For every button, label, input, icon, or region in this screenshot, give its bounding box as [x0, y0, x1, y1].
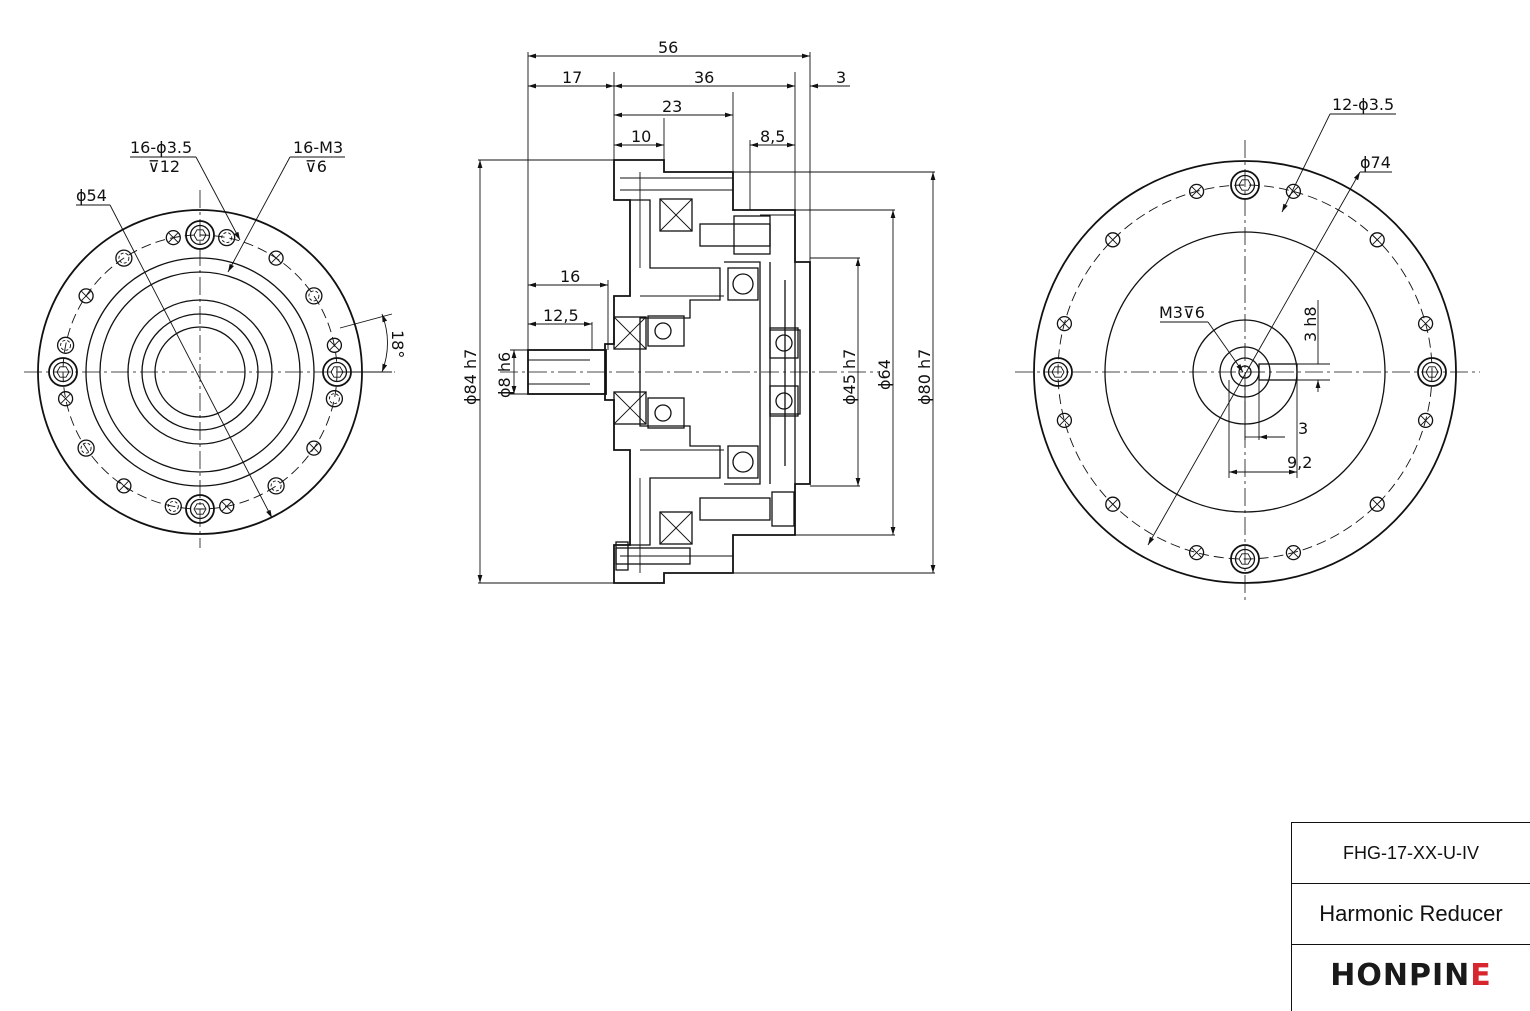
hole-icon: [1188, 183, 1205, 200]
hole-icon: [306, 440, 322, 456]
hole-icon: [1188, 544, 1205, 561]
dim-dia-84: ϕ84 h7: [461, 349, 480, 405]
model-number: FHG-17-XX-U-IV: [1342, 842, 1479, 863]
hole-icon: [1285, 183, 1302, 200]
dim-8-5: 8,5: [760, 127, 785, 146]
front-threads-label: 16-M3: [293, 138, 343, 157]
hole-icon: [57, 391, 74, 407]
front-holes-depth-label: ⊽12: [148, 157, 180, 176]
hole-icon: [219, 498, 235, 515]
dim-16: 16: [560, 267, 580, 286]
front-holes-label: 16-ϕ3.5: [130, 138, 192, 157]
front-angle-label: 18°: [388, 330, 407, 358]
rear-key-depth-label: 9,2: [1287, 453, 1312, 472]
front-view: 16-ϕ3.5 ⊽12 16-M3 ⊽6 ϕ54 18°: [24, 138, 407, 548]
rear-view: 12-ϕ3.5 ϕ74 M3⊽6 3 h8 3 9,2: [1015, 95, 1480, 604]
dim-total-length: 56: [658, 38, 678, 57]
hole-icon: [325, 390, 344, 408]
hole-icon: [1105, 232, 1121, 248]
dim-10: 10: [631, 127, 651, 146]
dim-23: 23: [662, 97, 682, 116]
dim-dia-45: ϕ45 h7: [840, 349, 859, 405]
front-pcd-label: ϕ54: [76, 186, 107, 205]
hole-icon: [1285, 544, 1302, 561]
dim-dia-80: ϕ80 h7: [915, 349, 934, 405]
hole-icon: [1056, 412, 1073, 429]
title-block-name-row: Harmonic Reducer: [1292, 884, 1530, 945]
rear-pcd-label: ϕ74: [1360, 153, 1391, 172]
dim-17: 17: [562, 68, 582, 87]
hole-icon: [305, 287, 323, 305]
rear-key-offset-label: 3: [1298, 419, 1308, 438]
product-name: Harmonic Reducer: [1319, 901, 1503, 926]
rear-thread-label: M3⊽6: [1159, 303, 1205, 322]
hole-icon: [1056, 315, 1073, 332]
hole-icon: [1105, 496, 1121, 512]
hole-icon: [1369, 496, 1385, 512]
hole-icon: [116, 478, 132, 494]
dim-3: 3: [836, 68, 846, 87]
rear-key-label: 3 h8: [1301, 306, 1320, 342]
rear-holes-label: 12-ϕ3.5: [1332, 95, 1394, 114]
title-block-brand-row: HONPINE: [1292, 945, 1530, 1006]
hole-icon: [1369, 232, 1385, 248]
hole-icon: [268, 250, 284, 266]
dim-36: 36: [694, 68, 714, 87]
title-block: FHG-17-XX-U-IV Harmonic Reducer HONPINE: [1291, 822, 1530, 1011]
hole-icon: [326, 337, 343, 353]
section-view: 56 17 36 3 23 10 8,5 16 12,5 ϕ84 h7 ϕ8 h…: [461, 38, 936, 584]
brand-logo: HONPINE: [1330, 958, 1492, 993]
hole-icon: [165, 229, 181, 246]
hole-icon: [78, 288, 94, 304]
dim-12-5: 12,5: [543, 306, 579, 325]
dim-dia-64: ϕ64: [875, 359, 894, 390]
dim-dia-8: ϕ8 h6: [495, 352, 514, 398]
hole-icon: [1417, 315, 1434, 332]
hole-icon: [267, 477, 285, 495]
hole-icon: [1417, 412, 1434, 429]
front-threads-depth-label: ⊽6: [305, 157, 327, 176]
title-block-model-row: FHG-17-XX-U-IV: [1292, 823, 1530, 884]
hole-icon: [218, 228, 236, 247]
